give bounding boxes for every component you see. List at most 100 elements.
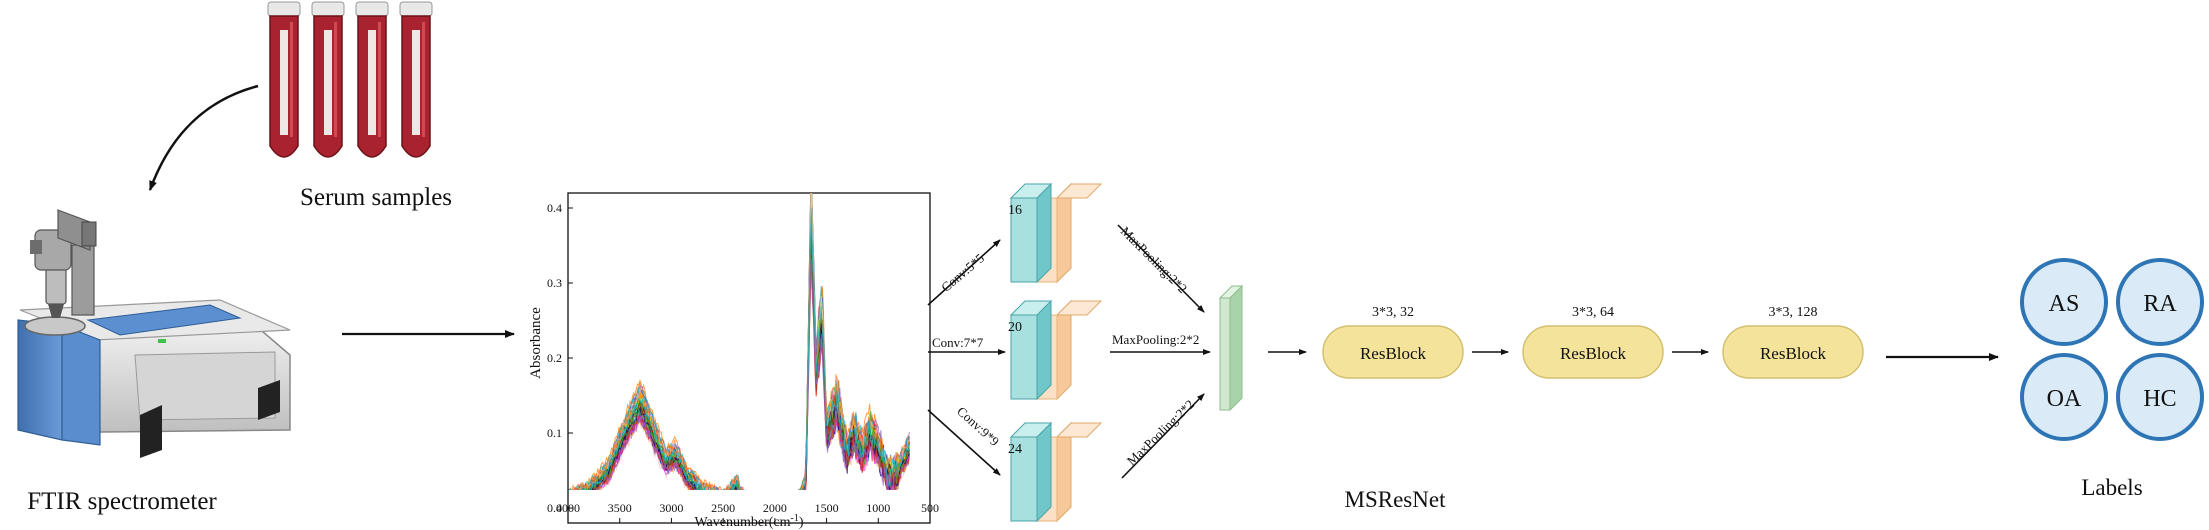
spectrum-line (591, 198, 910, 490)
spectrum-line (572, 228, 910, 490)
resblock-stack: ResBlock 3*3, 32 ResBlock 3*3, 64 ResBlo… (1322, 305, 1864, 379)
spectrum-line (576, 220, 910, 490)
resblock-2-params: 3*3, 64 (1572, 305, 1614, 320)
branch-3-channels: 24 (1008, 442, 1022, 457)
spectrum-line (594, 254, 910, 490)
serum-samples-label: Serum samples (300, 184, 452, 211)
spectrum-line (584, 201, 910, 490)
arrow-pool-branch-1 (1117, 224, 1205, 313)
spectrum-line (595, 253, 910, 490)
branch-1-blocks (1009, 182, 1103, 284)
branch-1-conv-label: Conv:5*5 (938, 250, 987, 294)
y-axis-ticks: 0.0 0.1 0.2 0.3 0.4 (547, 201, 573, 515)
arrow-pool-branch-3 (1121, 393, 1205, 479)
class-label-ra: RA (2143, 291, 2177, 317)
spectrum-line (588, 204, 910, 490)
spectrum-line (568, 241, 910, 490)
class-circle-ra (2116, 258, 2204, 346)
spectrum-line (581, 207, 910, 490)
class-labels-group: AS RA OA HC (2020, 258, 2204, 441)
class-circle-oa (2020, 353, 2108, 441)
y-tick-label: 0.1 (547, 426, 562, 440)
spectrum-line (593, 249, 910, 490)
branch-2-blocks (1009, 299, 1103, 401)
spectrum-line (587, 241, 910, 490)
y-tick-label: 0.2 (547, 351, 562, 365)
spectrum-line (577, 259, 910, 490)
spectrum-line (589, 222, 910, 490)
resblock-3 (1722, 325, 1864, 379)
class-label-as: AS (2049, 291, 2080, 317)
serum-tube-icon (311, 1, 345, 158)
class-label-oa: OA (2047, 386, 2082, 412)
spectrum-line (588, 235, 910, 490)
branch-2-channels: 20 (1008, 320, 1022, 335)
spectrum-line (595, 225, 910, 490)
spectrum-line (579, 243, 910, 490)
spectrum-line (589, 226, 910, 490)
x-tick-label: 1000 (866, 501, 890, 515)
resblock-2 (1522, 325, 1664, 379)
spectrum-line (591, 234, 910, 490)
spectrum-line (576, 270, 910, 490)
arrow-tubes-to-spectrometer (148, 84, 259, 191)
spectrum-line (587, 193, 910, 490)
spectrum-line (583, 217, 910, 490)
spectrum-line (584, 222, 910, 490)
spectrum-line (593, 249, 910, 490)
x-tick-label: 2500 (711, 501, 735, 515)
spectrum-line (574, 213, 910, 490)
merged-feature-block (1218, 284, 1244, 412)
branch-3-blocks (1009, 421, 1103, 523)
spectrum-series (568, 193, 910, 490)
spectrum-line (594, 208, 910, 490)
resblock-1-params: 3*3, 32 (1372, 305, 1414, 320)
resblock-2-label: ResBlock (1560, 344, 1627, 363)
x-tick-label: 1500 (815, 501, 839, 515)
status-led-icon (158, 339, 166, 343)
serum-tube-icon (399, 1, 433, 158)
msresnet-label: MSResNet (1345, 487, 1447, 512)
branch-1-channels: 16 (1008, 203, 1022, 218)
spectrum-line (572, 228, 910, 490)
serum-tube-icon (355, 1, 389, 158)
spectrum-line (585, 235, 910, 490)
serum-tube-icon (267, 1, 301, 158)
spectrum-line (580, 225, 910, 490)
serum-tubes (267, 1, 433, 158)
branch-2-conv-label: Conv:7*7 (932, 335, 984, 350)
spectrum-line (586, 216, 910, 490)
spectrum-line (587, 198, 910, 490)
spectrum-line (593, 193, 910, 490)
spectrum-line (589, 193, 910, 490)
spectrum-line (589, 195, 910, 490)
x-tick-label: 4000 (556, 501, 580, 515)
y-tick-label: 0.0 (547, 501, 562, 515)
spectrum-line (570, 249, 910, 490)
spectrum-line (591, 198, 910, 490)
spectrum-line (584, 196, 910, 490)
ftir-spectrometer-icon (17, 209, 291, 458)
y-tick-label: 0.3 (547, 276, 562, 290)
x-tick-label: 3000 (659, 501, 683, 515)
spectrum-line (592, 231, 910, 490)
x-tick-label: 500 (921, 501, 939, 515)
spectrum-line (591, 246, 910, 490)
resblock-3-params: 3*3, 128 (1769, 305, 1818, 320)
resblock-1 (1322, 325, 1464, 379)
x-axis-label: Wavenumber(cm-1) (694, 513, 803, 530)
branch-1-pool-label: MaxPooling:2*2 (1118, 224, 1190, 296)
spectrum-line (590, 237, 910, 490)
branch-2-pool-label: MaxPooling:2*2 (1112, 332, 1199, 347)
chart-frame (567, 192, 931, 524)
resblock-3-label: ResBlock (1760, 344, 1827, 363)
y-tick-label: 0.4 (547, 201, 562, 215)
spectrum-line (587, 204, 910, 490)
labels-caption: Labels (2081, 475, 2142, 500)
spectrum-line (592, 203, 910, 490)
spectrum-line (593, 250, 910, 490)
class-circle-as (2020, 258, 2108, 346)
branch-3-conv-label: Conv:9*9 (954, 403, 1002, 448)
